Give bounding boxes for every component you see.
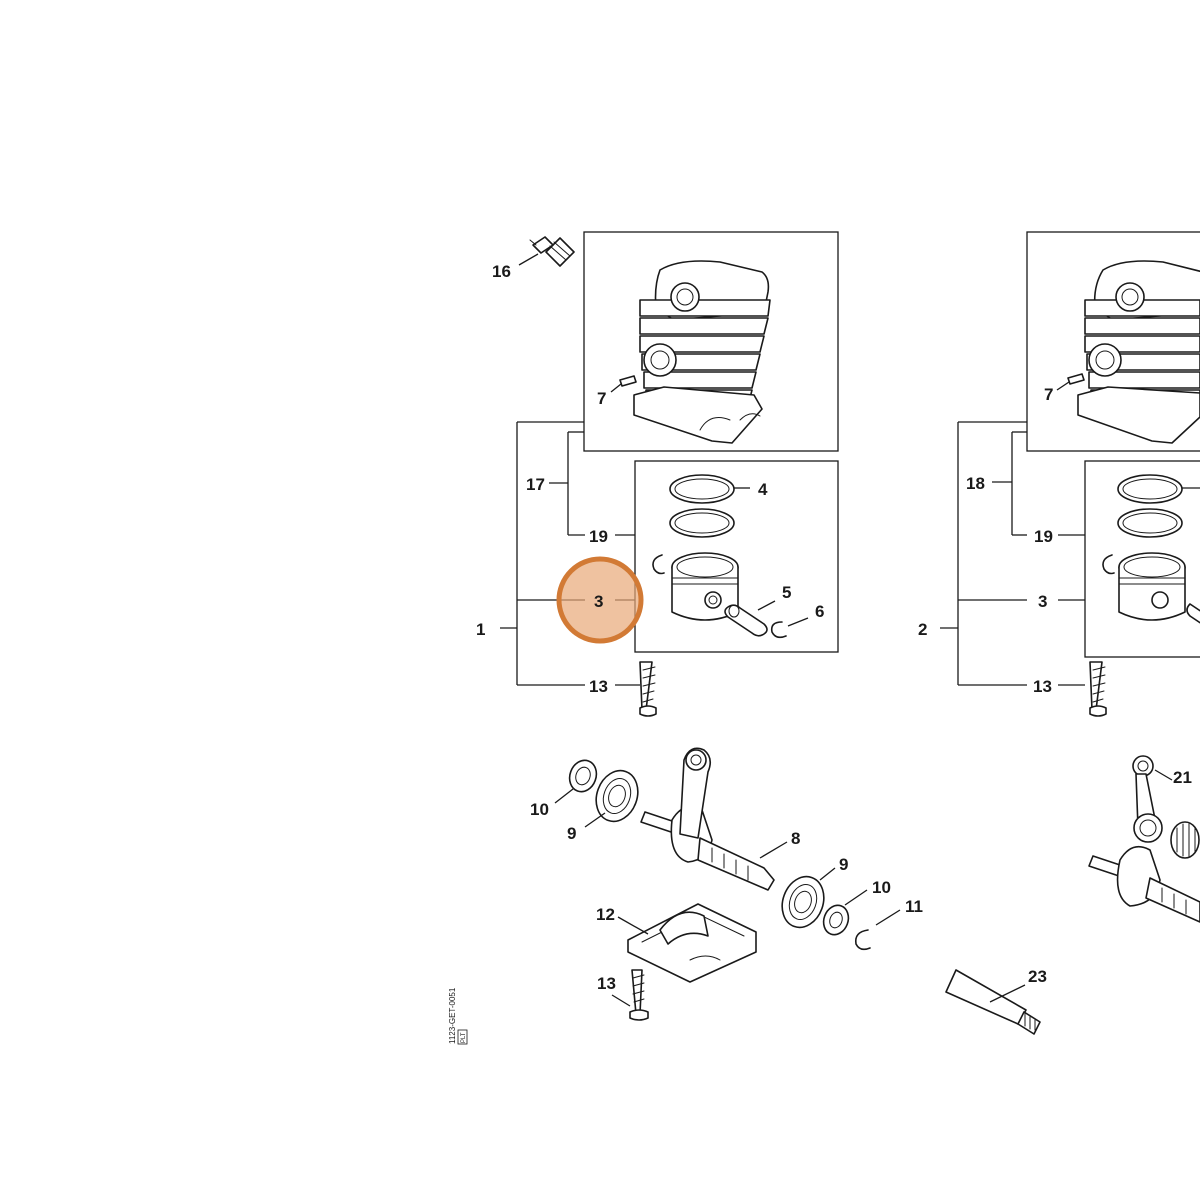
needle-cage-icon — [1170, 821, 1200, 859]
crankshaft-right-icon — [1088, 845, 1200, 923]
label-9: 9 — [567, 824, 576, 843]
screw-right-icon — [1089, 661, 1107, 717]
piston-rings-icon — [669, 474, 750, 538]
label-13-right: 13 — [1033, 677, 1052, 696]
piston-rings-right-icon — [1117, 474, 1200, 538]
label-3-highlighted: 3 — [594, 592, 603, 611]
oil-seal-right-icon — [822, 889, 868, 936]
oil-seal-icon — [554, 759, 598, 804]
crankshaft-icon — [640, 747, 788, 891]
crankshaft-group: 10 9 8 9 10 11 12 13 23 — [530, 747, 1047, 1035]
snap-ring-icon — [770, 617, 809, 639]
piston-pin-right-icon — [1186, 603, 1200, 624]
label-12: 12 — [596, 905, 615, 924]
label-13: 13 — [589, 677, 608, 696]
piston-right-icon — [1118, 552, 1186, 621]
drawing-code-tag: PLT — [461, 1032, 467, 1043]
label-7: 7 — [597, 389, 606, 408]
assembly-left: 16 7 17 4 19 3 5 6 1 13 — [476, 231, 839, 717]
label-18: 18 — [966, 474, 985, 493]
label-5: 5 — [782, 583, 791, 602]
drawing-code: 1123-GET-0051 PLT — [448, 987, 468, 1045]
highlight-circle — [556, 556, 644, 644]
stud-icon — [610, 375, 637, 393]
bracket-lines-right — [940, 421, 1085, 686]
label-11: 11 — [905, 897, 923, 916]
label-13-lower: 13 — [597, 974, 616, 993]
label-4: 4 — [758, 480, 768, 499]
label-19: 19 — [589, 527, 608, 546]
piston-icon — [671, 552, 739, 621]
drawing-code-tag-box — [457, 1029, 468, 1045]
bracket-lines — [500, 421, 640, 686]
label-1: 1 — [476, 620, 485, 639]
screw-icon — [639, 661, 657, 717]
label-8: 8 — [791, 829, 800, 848]
label-3-right: 3 — [1038, 592, 1047, 611]
stud-right-icon — [1056, 373, 1085, 391]
ball-bearing-right-icon — [781, 867, 836, 929]
ball-bearing-icon — [584, 769, 639, 828]
assembly-right: 7 18 19 3 2 13 21 — [918, 231, 1200, 923]
screw-lower-icon — [611, 969, 649, 1021]
label-7-right: 7 — [1044, 385, 1053, 404]
circlip-icon — [854, 909, 901, 951]
label-19-right: 19 — [1034, 527, 1053, 546]
label-10-right: 10 — [872, 878, 891, 897]
grease-tube-icon — [945, 969, 1041, 1035]
snap-ring-right-icon — [1102, 554, 1115, 575]
cylinder-icon — [633, 260, 771, 444]
crankcase-icon — [617, 903, 757, 983]
cylinder-right-icon — [1077, 260, 1200, 444]
label-16: 16 — [492, 262, 511, 281]
spark-plug-icon — [518, 236, 575, 267]
piston-pin-icon — [724, 600, 776, 637]
label-9-right: 9 — [839, 855, 848, 874]
label-23: 23 — [1028, 967, 1047, 986]
label-10: 10 — [530, 800, 549, 819]
connecting-rod-icon — [1132, 755, 1173, 843]
label-21: 21 — [1173, 768, 1192, 787]
hookless-snap-ring-icon — [652, 554, 665, 575]
label-2: 2 — [918, 620, 927, 639]
drawing-code-text: 1123-GET-0051 — [448, 987, 457, 1044]
label-6: 6 — [815, 602, 824, 621]
label-17: 17 — [526, 475, 545, 494]
